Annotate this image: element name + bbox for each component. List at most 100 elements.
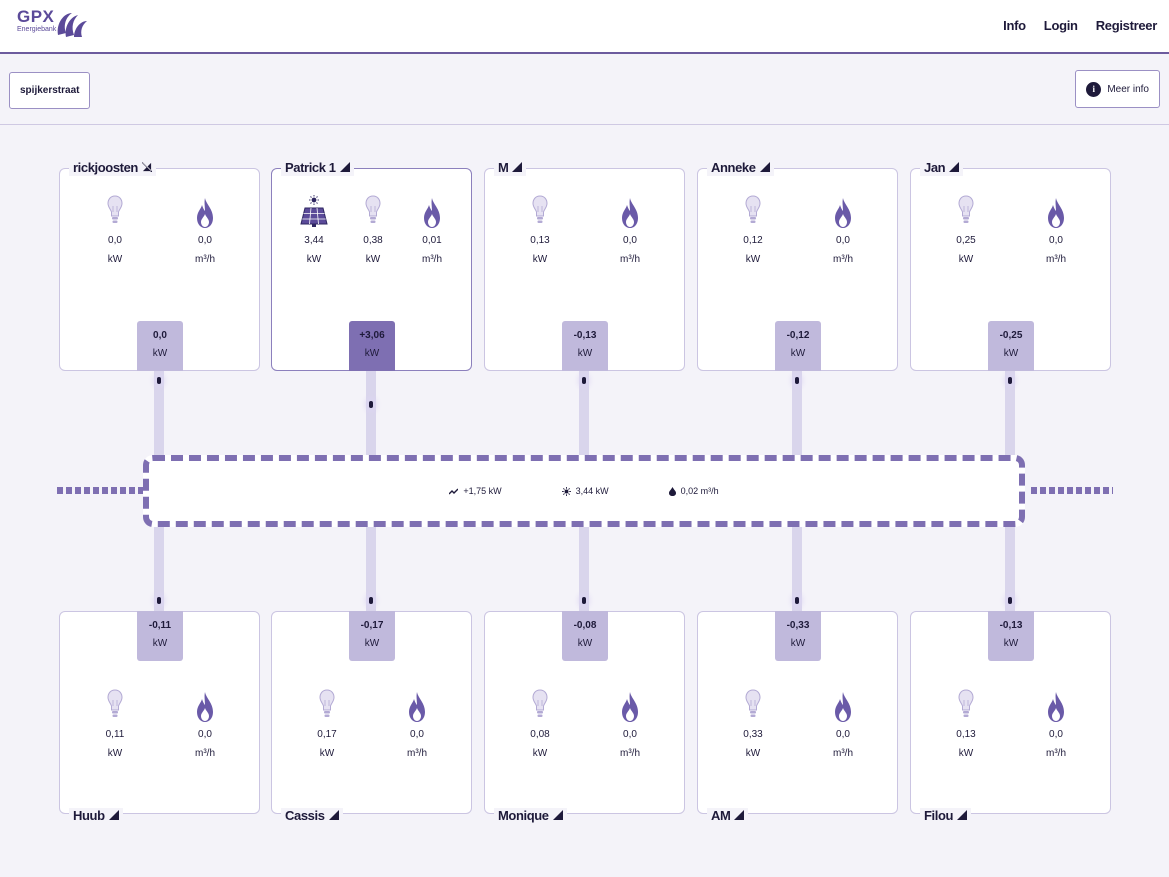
meter-reading: 0,0 m³/h: [600, 193, 660, 269]
household-card[interactable]: Patrick 1 3,44 kW 0,38 kW 0,01 m³/h: [271, 160, 472, 371]
household-card[interactable]: M 0,13 kW 0,0 m³/h -0,13 kW: [484, 160, 685, 371]
meter-reading: 0,0 m³/h: [813, 687, 873, 763]
meter-reading: 0,0 m³/h: [175, 193, 235, 269]
meter-reading: 0,0 m³/h: [600, 687, 660, 763]
household-card[interactable]: Jan 0,25 kW 0,0 m³/h -0,25 kW: [910, 160, 1111, 371]
flow-node-icon: [1008, 597, 1012, 604]
household-card[interactable]: AM 0,33 kW 0,0 m³/h -0,33 kW: [697, 611, 898, 824]
net-power-unit: kW: [577, 638, 593, 649]
bulb-icon: [936, 193, 996, 229]
meter-value: 0,01: [422, 235, 442, 246]
meter-reading: 0,13 kW: [510, 193, 570, 269]
net-power-box: -0,13 kW: [988, 611, 1034, 661]
meter-unit: m³/h: [833, 748, 853, 759]
bulb-icon: [723, 687, 783, 723]
net-power-box: -0,17 kW: [349, 611, 395, 661]
bulb-icon: [297, 687, 357, 723]
meter-reading: 0,38 kW: [343, 193, 403, 269]
household-card[interactable]: Filou 0,13 kW 0,0 m³/h -0,13 kW: [910, 611, 1111, 824]
location-button[interactable]: spijkerstraat: [9, 72, 91, 109]
bus-net-value: +1,75 kW: [463, 486, 502, 496]
meter-reading: 0,0 m³/h: [175, 687, 235, 763]
bus-gas-reading: 0,02 m³/h: [668, 486, 719, 496]
nav-login-link[interactable]: Login: [1043, 18, 1078, 33]
meter-reading: 0,0 m³/h: [1026, 687, 1086, 763]
household-card[interactable]: rickjoosten 0,0 kW 0,0 m³/h 0,0 kW: [59, 160, 260, 371]
more-info-label: Meer info: [1107, 83, 1149, 95]
flow-node-icon: [369, 597, 373, 604]
flow-node-icon: [369, 401, 373, 408]
bulb-icon: [723, 193, 783, 229]
nav-info-link[interactable]: Info: [1003, 18, 1026, 33]
meter-unit: kW: [745, 254, 761, 265]
flow-node-icon: [582, 377, 586, 384]
flame-icon: [600, 193, 660, 229]
meter-unit: kW: [532, 254, 548, 265]
meter-unit: m³/h: [833, 254, 853, 265]
meter-reading: 0,0 m³/h: [387, 687, 447, 763]
meter-value: 0,0: [410, 729, 424, 740]
net-power-value: +3,06: [359, 330, 385, 341]
meter-unit: kW: [107, 748, 123, 759]
household-name: Huub: [69, 808, 123, 824]
gpx-logo[interactable]: GPX Energiebank: [17, 8, 87, 37]
household-name-label: Monique: [498, 808, 549, 823]
household-name: Anneke: [707, 160, 774, 176]
meter-value: 0,25: [956, 235, 976, 246]
bus-gas-value: 0,02 m³/h: [680, 486, 719, 496]
meter-reading: 0,0 kW: [85, 193, 145, 269]
meter-reading: 0,33 kW: [723, 687, 783, 763]
meter-reading: 0,25 kW: [936, 193, 996, 269]
meter-value: 0,11: [105, 729, 125, 740]
info-icon: i: [1086, 81, 1102, 97]
nav-register-link[interactable]: Registreer: [1095, 18, 1158, 33]
household-name: M: [494, 160, 527, 176]
sun-icon: [561, 486, 571, 496]
net-power-box: -0,08 kW: [562, 611, 608, 661]
household-name-label: Huub: [73, 808, 105, 823]
meter-value: 0,12: [743, 235, 763, 246]
meter-unit: m³/h: [195, 254, 215, 265]
meter-unit: kW: [745, 748, 761, 759]
more-info-button[interactable]: i Meer info: [1075, 70, 1160, 108]
household-name: Cassis: [281, 808, 343, 824]
household-name-label: M: [498, 160, 509, 175]
meter-value: 0,08: [530, 729, 550, 740]
net-power-value: -0,11: [148, 620, 172, 631]
main-nav: Info Login Registreer: [1003, 18, 1157, 33]
meter-unit: kW: [319, 748, 335, 759]
net-power-box: -0,12 kW: [775, 321, 821, 371]
net-power-unit: kW: [790, 638, 806, 649]
meter-reading: 0,08 kW: [510, 687, 570, 763]
meter-unit: m³/h: [620, 748, 640, 759]
connection-wire: [154, 527, 164, 611]
meter-value: 0,13: [956, 729, 976, 740]
meter-value: 0,0: [1049, 235, 1063, 246]
signal-icon: [328, 808, 339, 824]
household-name: Patrick 1: [281, 160, 354, 176]
net-power-box: 0,0 kW: [137, 321, 183, 371]
household-card[interactable]: Monique 0,08 kW 0,0 m³/h -0,08 kW: [484, 611, 685, 824]
net-power-unit: kW: [152, 348, 168, 359]
household-card[interactable]: Huub 0,11 kW 0,0 m³/h -0,11 kW: [59, 611, 260, 824]
meter-unit: m³/h: [407, 748, 427, 759]
bulb-icon: [510, 193, 570, 229]
meter-reading: 0,11 kW: [85, 687, 145, 763]
flame-icon: [1026, 193, 1086, 229]
connection-wire: [792, 527, 802, 611]
household-card[interactable]: Anneke 0,12 kW 0,0 m³/h -0,12 kW: [697, 160, 898, 371]
signal-icon: [734, 808, 745, 824]
brand-subtitle: Energiebank: [17, 26, 57, 33]
energy-bus: +1,75 kW 3,44 kW 0,02 m³/h: [143, 455, 1025, 527]
flame-icon: [175, 687, 235, 723]
bulb-icon: [510, 687, 570, 723]
net-power-value: -0,08: [573, 620, 597, 631]
net-power-unit: kW: [577, 348, 593, 359]
flow-node-icon: [795, 377, 799, 384]
net-power-box: -0,11 kW: [137, 611, 183, 661]
net-power-box: +3,06 kW: [349, 321, 395, 371]
household-name-label: Filou: [924, 808, 954, 823]
meter-reading: 0,12 kW: [723, 193, 783, 269]
household-card[interactable]: Cassis 0,17 kW 0,0 m³/h -0,17 kW: [271, 611, 472, 824]
net-power-value: -0,13: [573, 330, 597, 341]
